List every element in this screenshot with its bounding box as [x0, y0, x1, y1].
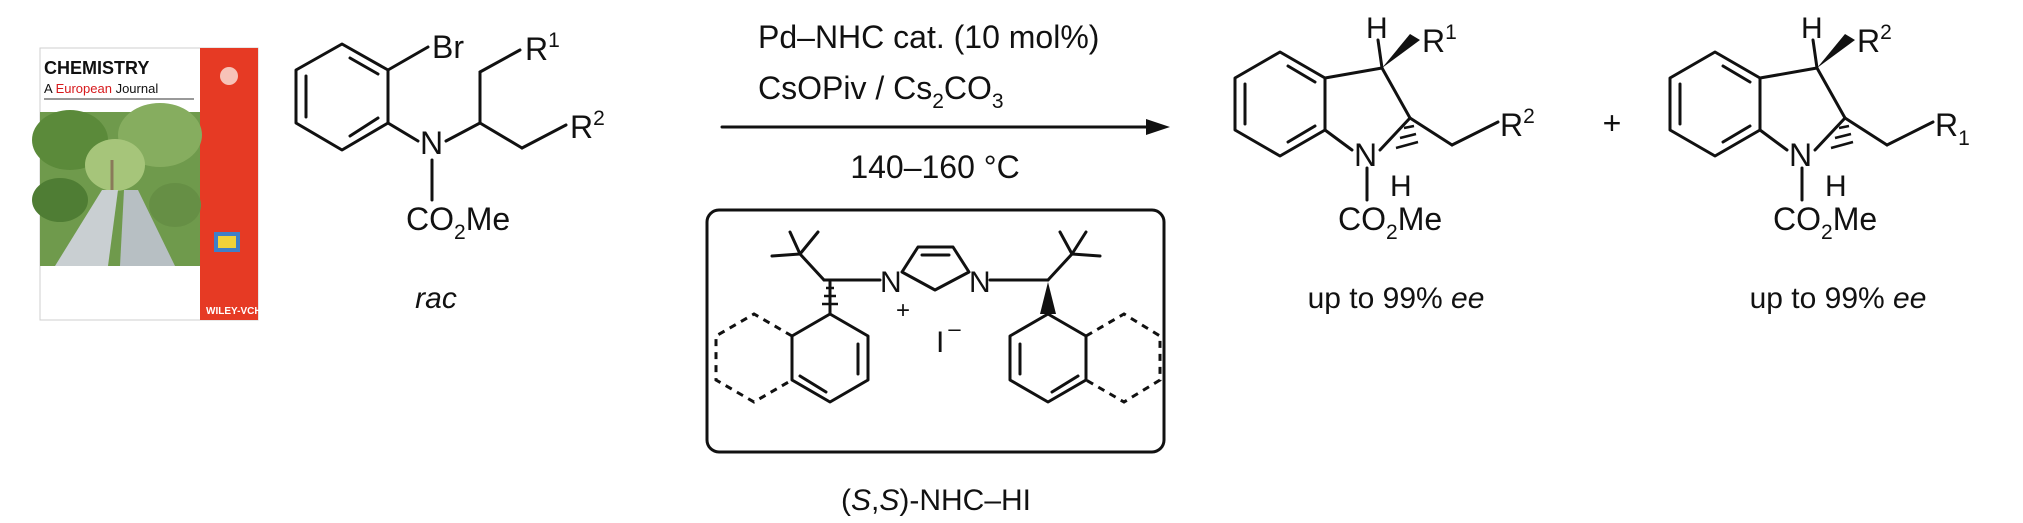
cover-title: CHEMISTRY: [44, 58, 149, 78]
r1-label: R1: [525, 29, 560, 67]
substrate-structure: Br R1 R2 N CO2Me rac: [294, 29, 605, 315]
product-2-carbamate: CO2Me: [1773, 201, 1877, 244]
ligand-n-left: N: [880, 266, 902, 299]
bromine-label: Br: [432, 29, 464, 65]
rac-label: rac: [415, 282, 457, 315]
base-additives: CsOPiv / Cs2CO3: [758, 70, 1004, 113]
reaction-conditions: Pd–NHC cat. (10 mol%) CsOPiv / Cs2CO3 14…: [720, 19, 1170, 185]
cover-publisher: WILEY-VCH: [206, 306, 262, 317]
arrow-head-icon: [1146, 119, 1170, 135]
product-2-nitrogen: N: [1789, 137, 1812, 173]
ligand-n-right: N: [969, 266, 991, 299]
cover-subtitle: A European Journal: [44, 81, 158, 96]
product-2-h-n: H: [1825, 170, 1847, 203]
product-1-structure: H R1 R2 N H CO2Me up to 99% ee: [1233, 12, 1535, 315]
ligand-iodide: I–: [936, 316, 961, 359]
r2-label: R2: [570, 107, 605, 145]
product-2-h-top: H: [1801, 12, 1823, 45]
plus-sign: +: [1603, 105, 1622, 141]
product-2-r-top: R2: [1857, 21, 1892, 59]
product-1-r-side: R2: [1500, 105, 1535, 143]
cover-red-band: [200, 48, 258, 320]
product-2-structure: H R2 R1 N H CO2Me up to 99% ee: [1668, 12, 1970, 315]
ligand-plus: +: [896, 297, 910, 324]
ligand-structure: N N + I– (S,S)-NHC–HI: [705, 208, 1166, 517]
carbamate-label: CO2Me: [406, 201, 510, 244]
journal-cover[interactable]: CHEMISTRY A European Journal WILEY-VCH: [32, 47, 262, 321]
product-1-nitrogen: N: [1354, 137, 1377, 173]
ligand-box: [705, 208, 1166, 454]
catalyst-loading: Pd–NHC cat. (10 mol%): [758, 19, 1099, 55]
product-2-r-side: R1: [1935, 107, 1970, 150]
nitrogen-label: N: [420, 125, 443, 161]
product-1-carbamate: CO2Me: [1338, 201, 1442, 244]
product-1-ee: up to 99% ee: [1308, 282, 1485, 315]
product-1-r-top: R1: [1422, 21, 1457, 59]
product-2-ee: up to 99% ee: [1750, 282, 1927, 315]
ligand-name: (S,S)-NHC–HI: [841, 484, 1031, 517]
cover-logo-icon: [220, 67, 238, 85]
product-1-h-n: H: [1390, 170, 1412, 203]
temperature-label: 140–160 °C: [850, 149, 1019, 185]
product-1-h-top: H: [1366, 12, 1388, 45]
